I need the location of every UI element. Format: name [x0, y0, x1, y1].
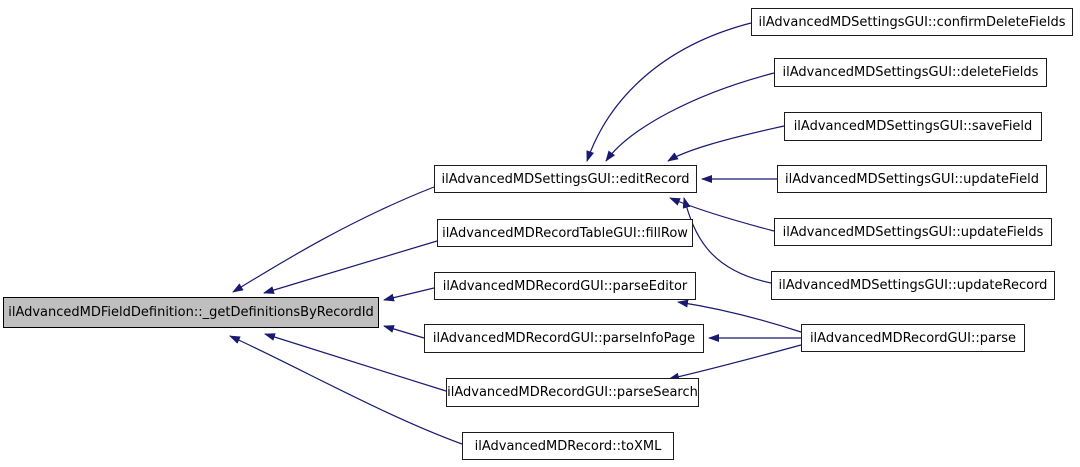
node-parseSearch[interactable]: ilAdvancedMDRecordGUI::parseSearch: [446, 378, 699, 407]
edge-fillRow-to-focus: [263, 240, 438, 294]
edge-editRecord-to-focus: [232, 186, 435, 293]
edge-parse-to-parseEditor: [677, 299, 802, 333]
edge-deleteFields-to-editRecord: [605, 72, 775, 162]
node-fillRow[interactable]: ilAdvancedMDRecordTableGUI::fillRow: [437, 219, 693, 247]
node-parse[interactable]: ilAdvancedMDRecordGUI::parse: [801, 324, 1025, 352]
node-updateFields[interactable]: ilAdvancedMDSettingsGUI::updateFields: [774, 218, 1052, 246]
node-parseInfoPage[interactable]: ilAdvancedMDRecordGUI::parseInfoPage: [424, 324, 704, 353]
node-updateRecord[interactable]: ilAdvancedMDSettingsGUI::updateRecord: [771, 271, 1055, 300]
node-updateField[interactable]: ilAdvancedMDSettingsGUI::updateField: [777, 165, 1047, 193]
edge-parse-to-parseSearch: [668, 344, 802, 381]
edge-saveField-to-editRecord: [667, 125, 785, 162]
edge-toXML-to-focus: [229, 335, 463, 445]
node-parseEditor[interactable]: ilAdvancedMDRecordGUI::parseEditor: [434, 272, 696, 300]
edge-parseSearch-to-focus: [264, 333, 447, 392]
edge-updateRecord-to-editRecord: [682, 197, 772, 284]
node-editRecord[interactable]: ilAdvancedMDSettingsGUI::editRecord: [434, 165, 697, 193]
edge-confirmDeleteFields-to-editRecord: [586, 22, 752, 162]
node-saveField[interactable]: ilAdvancedMDSettingsGUI::saveField: [784, 112, 1042, 141]
node-toXML[interactable]: ilAdvancedMDRecord::toXML: [462, 432, 674, 460]
edge-updateFields-to-editRecord: [669, 197, 775, 232]
edge-parseEditor-to-focus: [383, 287, 435, 302]
node-getDefinitionsByRecordId: ilAdvancedMDFieldDefinition::_getDefinit…: [3, 297, 379, 328]
edge-parseInfoPage-to-focus: [383, 325, 425, 339]
node-deleteFields[interactable]: ilAdvancedMDSettingsGUI::deleteFields: [774, 58, 1047, 87]
node-confirmDeleteFields[interactable]: ilAdvancedMDSettingsGUI::confirmDeleteFi…: [751, 8, 1073, 36]
